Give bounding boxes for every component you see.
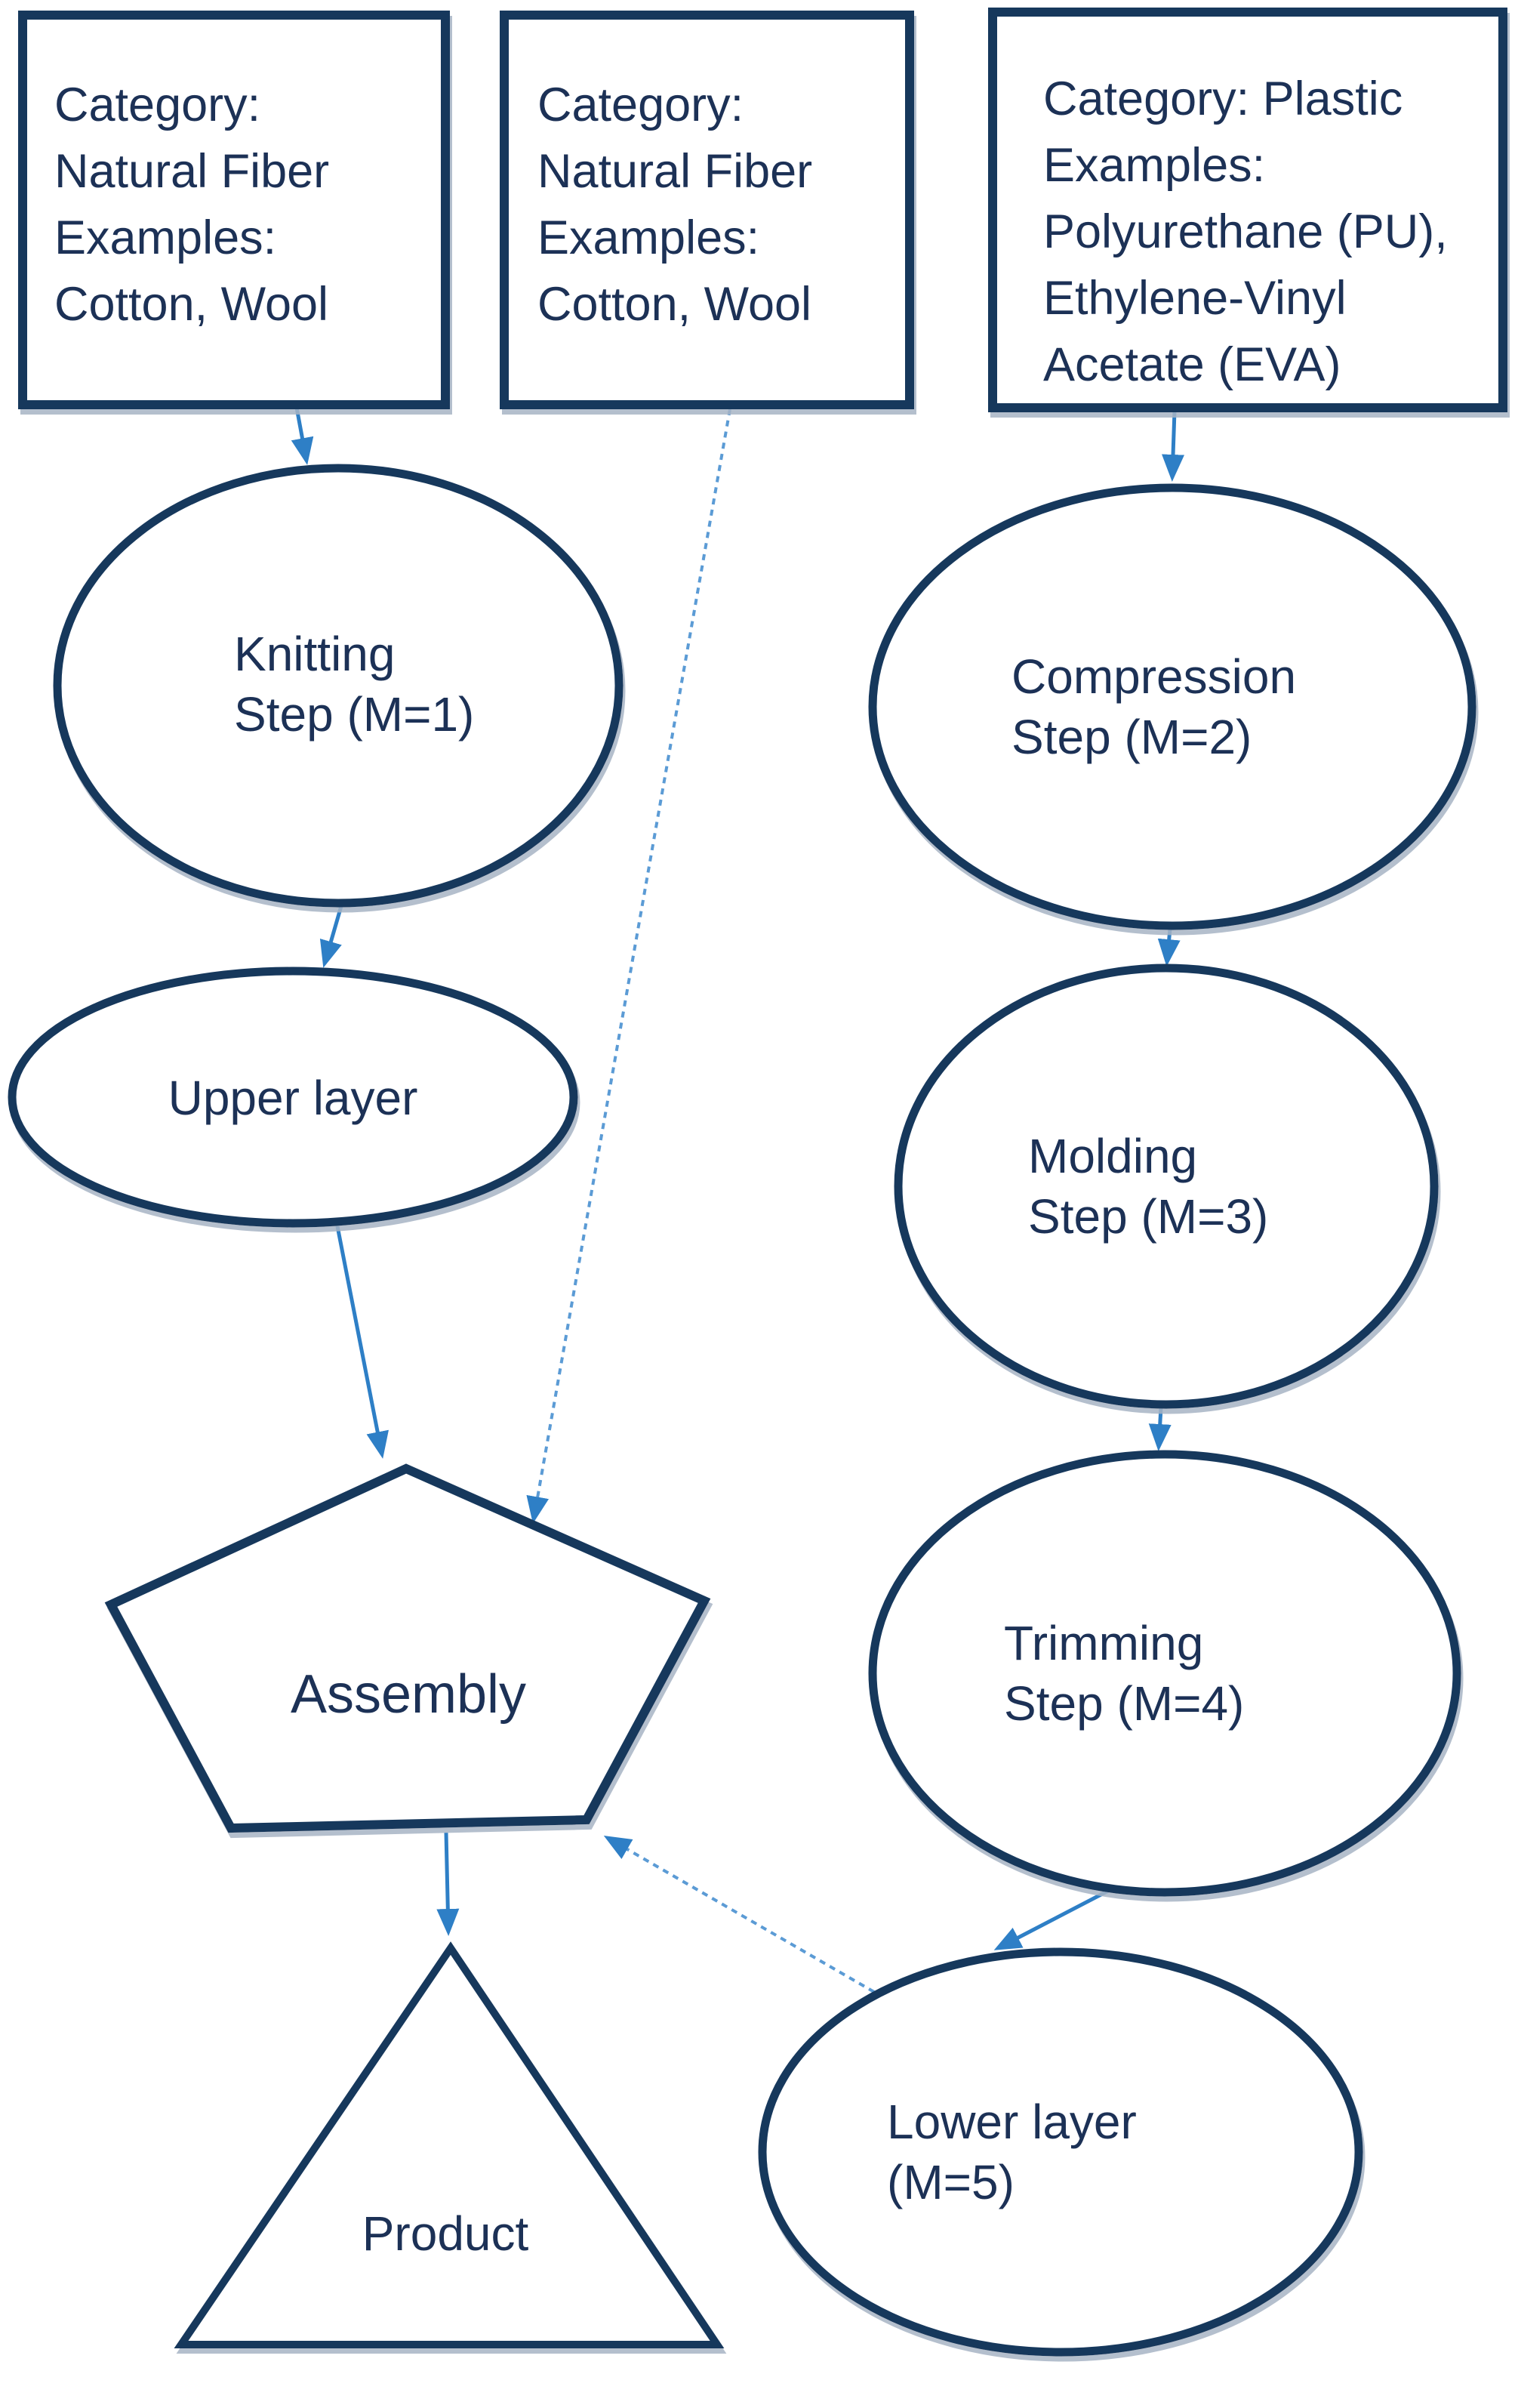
arrow-assembly-to-product: [436, 1832, 460, 1936]
compression-step-shape: [868, 483, 1476, 930]
node-compression-step: Compression Step (M=2): [868, 483, 1476, 930]
node-assembly: Assembly: [104, 1463, 711, 1833]
connectors: [291, 407, 1185, 1993]
molding-step-label: Molding Step (M=3): [1028, 1129, 1268, 1244]
lower-layer-label: Lower layer (M=5): [887, 2095, 1150, 2209]
arrow-trimming-to-lower: [993, 1885, 1116, 1950]
assembly-shape: [104, 1463, 711, 1833]
knitting-step-label: Knitting Step (M=1): [234, 627, 474, 742]
molding-step-shape: [894, 964, 1439, 1409]
upper-layer-shape: [8, 967, 578, 1228]
assembly-label: Assembly: [291, 1664, 526, 1725]
node-lower-layer: Lower layer (M=5): [758, 1947, 1363, 2357]
trimming-step-label: Trimming Step (M=4): [1004, 1616, 1244, 1731]
knitting-step-shape: [53, 464, 624, 908]
arrow-lower-to-assembly: [603, 1835, 876, 1993]
material-box-2-label: Category: Natural Fiber Examples: Cotton…: [537, 79, 826, 331]
arrow-box3-to-compression: [1162, 410, 1185, 482]
upper-layer-label: Upper layer: [168, 1071, 418, 1125]
material-box-3-shape: [988, 8, 1507, 412]
arrow-molding-to-trimming: [1148, 1407, 1172, 1451]
lower-layer-shape: [758, 1947, 1363, 2357]
material-box-natural-fiber-2: Category: Natural Fiber Examples: Cotton…: [500, 11, 914, 409]
material-box-1-shape: [18, 11, 450, 409]
material-box-3-label: Category: Plastic Examples: Polyurethane…: [1043, 72, 1461, 391]
node-product: Product: [174, 1941, 725, 2348]
node-trimming-step: Trimming Step (M=4): [868, 1450, 1461, 1897]
node-knitting-step: Knitting Step (M=1): [53, 464, 624, 908]
arrow-knitting-to-upper: [319, 905, 343, 968]
arrow-box1-to-knitting: [291, 407, 314, 465]
arrow-compression-to-molding: [1157, 928, 1181, 967]
compression-step-label: Compression Step (M=2): [1011, 649, 1310, 764]
material-box-plastic: Category: Plastic Examples: Polyurethane…: [988, 8, 1507, 412]
node-upper-layer: Upper layer: [8, 967, 578, 1228]
product-shape: [174, 1941, 725, 2348]
material-box-2-shape: [500, 11, 914, 409]
trimming-step-shape: [868, 1450, 1461, 1897]
material-box-1-label: Category: Natural Fiber Examples: Cotton…: [54, 79, 343, 331]
node-molding-step: Molding Step (M=3): [894, 964, 1439, 1409]
arrow-upper-to-assembly: [335, 1226, 389, 1459]
material-box-natural-fiber-1: Category: Natural Fiber Examples: Cotton…: [18, 11, 450, 409]
product-label: Product: [362, 2206, 529, 2261]
